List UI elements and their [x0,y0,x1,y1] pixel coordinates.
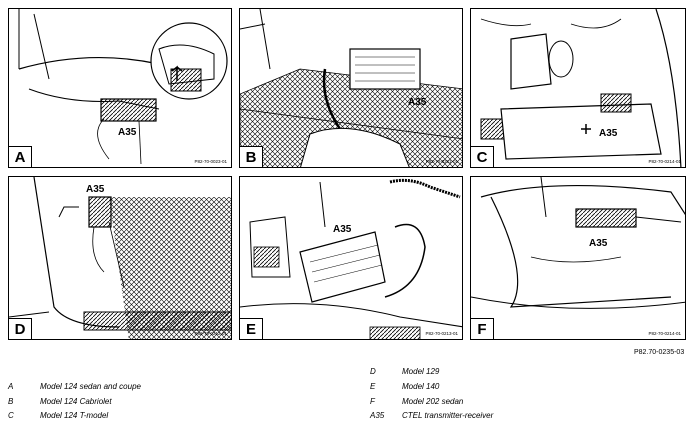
panel-d-illustration [9,177,231,339]
panel-letter: A [9,146,32,167]
panel-d: A35 P82-70-0212-01 D [8,176,232,340]
panel-letter: D [9,318,32,339]
callout-a35: A35 [118,127,137,138]
transmitter-box [299,231,386,303]
panel-code: P82-70-0212-01 [194,331,227,336]
panel-code: P82-70-0214-01 [648,331,681,336]
panel-b-illustration [240,9,462,167]
callout-a35: A35 [408,97,427,108]
legend-text: Model 124 Cabriolet [40,397,112,406]
panel-e: A35 P82-70-0213-01 E [239,176,463,340]
transmitter-box [100,98,157,122]
legend-text: Model 124 T-model [40,411,109,420]
panel-letter: B [240,146,263,167]
callout-a35: A35 [333,224,352,235]
legend-text: Model 124 sedan and coupe [40,382,141,391]
legend-key: B [8,397,14,406]
legend-key: E [370,382,376,391]
legend-text: Model 129 [402,367,440,376]
transmitter-box [349,48,421,90]
panel-code: P82-70-0214-01 [648,159,681,164]
panel-letter: F [471,318,494,339]
panel-a-illustration [18,9,228,165]
callout-a35: A35 [589,238,608,249]
panel-code: P82-70-0211-01 [425,159,458,164]
legend-text: Model 140 [402,382,440,391]
figure-code: P82.70-0235-03 [634,349,685,356]
panel-f: A35 P82-70-0214-01 F [470,176,686,340]
panel-f-illustration [471,177,685,309]
transmitter-box [88,196,112,228]
legend-text: Model 202 sedan [402,397,464,406]
legend-text: CTEL transmitter-receiver [402,411,494,420]
legend-key: C [8,411,14,420]
callout-a35: A35 [599,128,618,139]
callout-a35: A35 [86,184,105,195]
arrow-up-icon [171,65,183,81]
legend-key: F [370,397,375,406]
panel-letter: C [471,146,494,167]
panel-letter: E [240,318,263,339]
panel-b: A35 P82-70-0211-01 B [239,8,463,168]
panel-c-illustration [480,9,682,167]
legend-key: A35 [370,411,385,420]
panel-code: P82-70-0023-01 [194,159,227,164]
panel-a: A35 P82-70-0023-01 A [8,8,232,168]
panel-c: A35 P82-70-0214-01 C [470,8,686,168]
transmitter-box [575,208,637,228]
legend-key: D [370,367,376,376]
panel-e-illustration [240,178,462,339]
legend-key: A [8,382,14,391]
panel-code: P82-70-0213-01 [425,331,458,336]
transmitter-box [600,93,632,113]
